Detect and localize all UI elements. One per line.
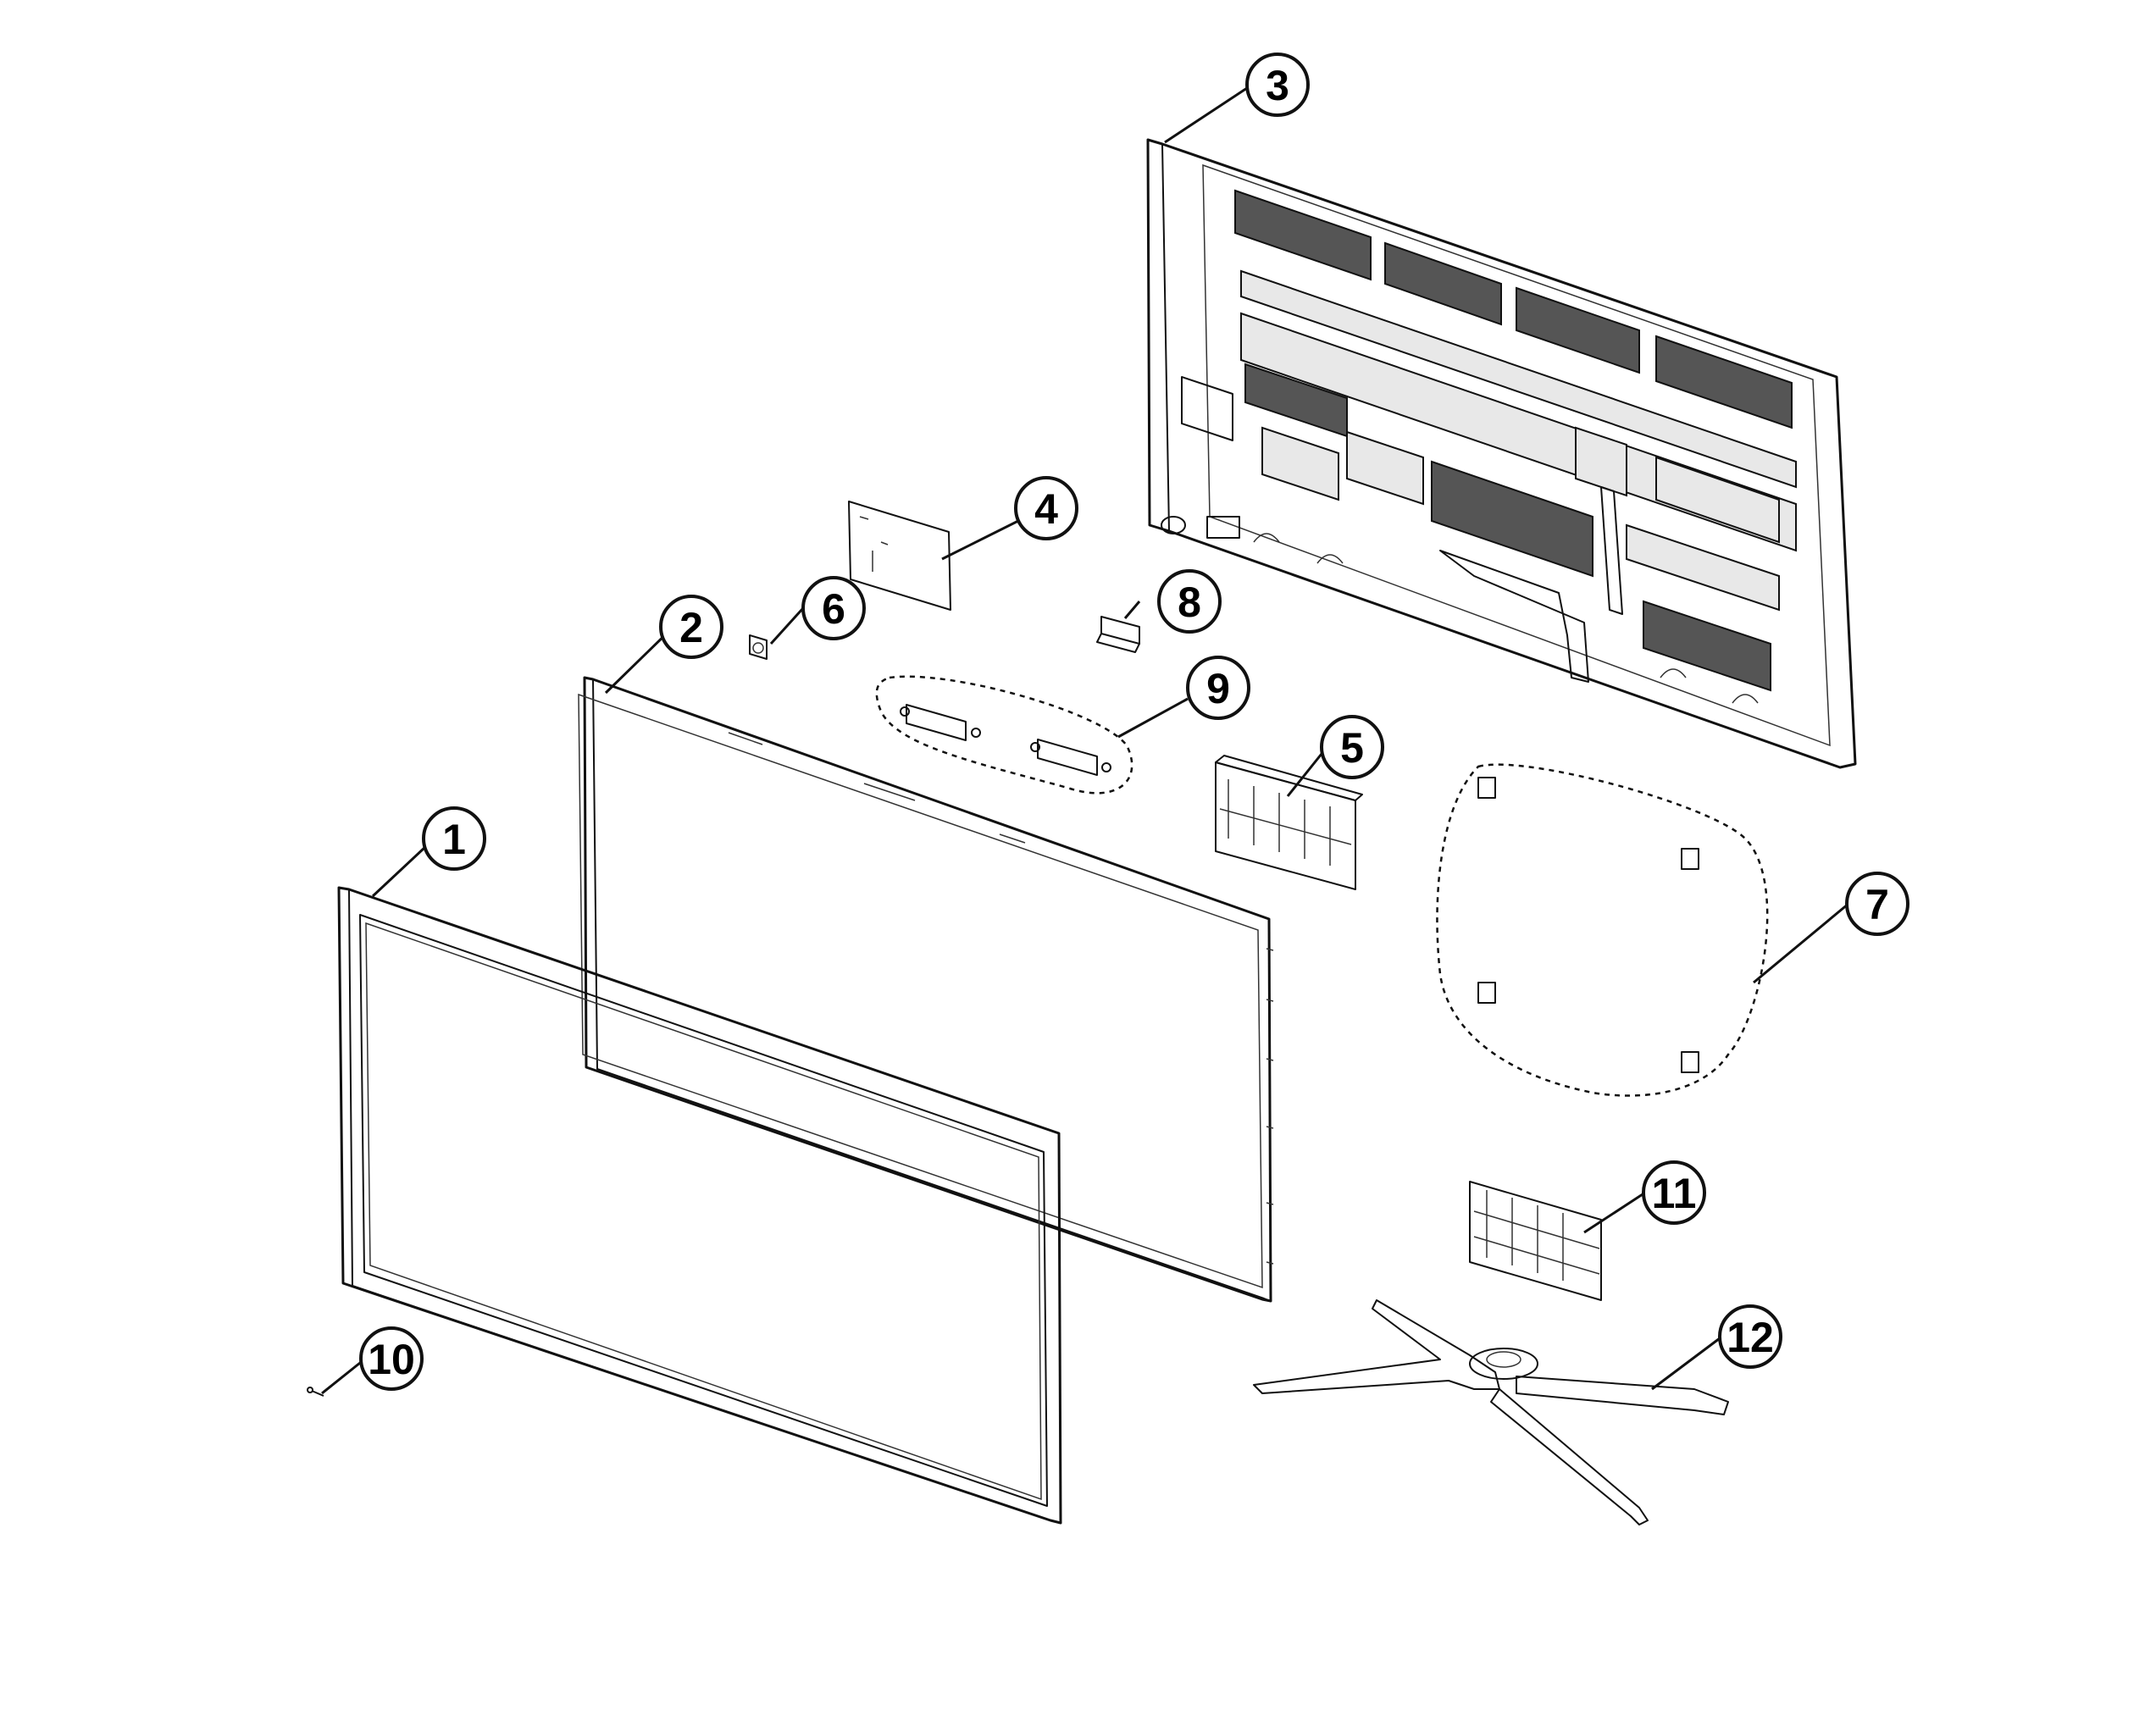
callout-5: 5 — [1320, 715, 1384, 779]
part-6-label: 6 — [822, 585, 845, 633]
part-3-label: 3 — [1266, 62, 1289, 109]
speaker-group — [875, 675, 1133, 795]
rear-cover — [1146, 138, 1857, 769]
part-7-label: 7 — [1865, 881, 1889, 928]
neck-cover — [1469, 1181, 1602, 1301]
callout-9: 9 — [1186, 656, 1250, 720]
stand-base — [1253, 1299, 1729, 1525]
part-9-label: 9 — [1206, 665, 1230, 712]
part-10-label: 10 — [368, 1336, 415, 1383]
clip-part — [749, 634, 768, 660]
callout-1: 1 — [422, 806, 486, 871]
rubber-feet-group — [1436, 763, 1769, 1097]
callout-2: 2 — [659, 595, 723, 659]
screw — [307, 1387, 324, 1397]
callout-10: 10 — [359, 1326, 424, 1391]
callout-4: 4 — [1014, 476, 1078, 540]
display-panel — [578, 676, 1274, 1303]
part-11-label: 11 — [1652, 1170, 1697, 1217]
stand-bracket — [1215, 755, 1363, 890]
part-12-label: 12 — [1726, 1314, 1774, 1361]
part-4-label: 4 — [1034, 485, 1058, 533]
callout-6: 6 — [801, 576, 866, 640]
small-bracket — [1096, 616, 1140, 653]
rubber-foot — [1681, 1051, 1699, 1073]
part-1-label: 1 — [442, 816, 466, 863]
part-5-label: 5 — [1340, 724, 1364, 772]
rubber-foot — [1681, 848, 1699, 870]
part-2-label: 2 — [679, 604, 703, 651]
front-bezel — [337, 886, 1062, 1525]
callout-3: 3 — [1245, 53, 1310, 117]
part-8-label: 8 — [1178, 579, 1201, 626]
callout-7: 7 — [1845, 872, 1909, 936]
leader-lines — [321, 85, 1849, 1395]
callout-12: 12 — [1718, 1304, 1782, 1369]
callout-11: 11 — [1642, 1160, 1706, 1225]
main-board — [848, 501, 951, 611]
rubber-foot — [1477, 982, 1496, 1004]
callout-8: 8 — [1157, 569, 1222, 634]
rubber-foot — [1477, 777, 1496, 799]
